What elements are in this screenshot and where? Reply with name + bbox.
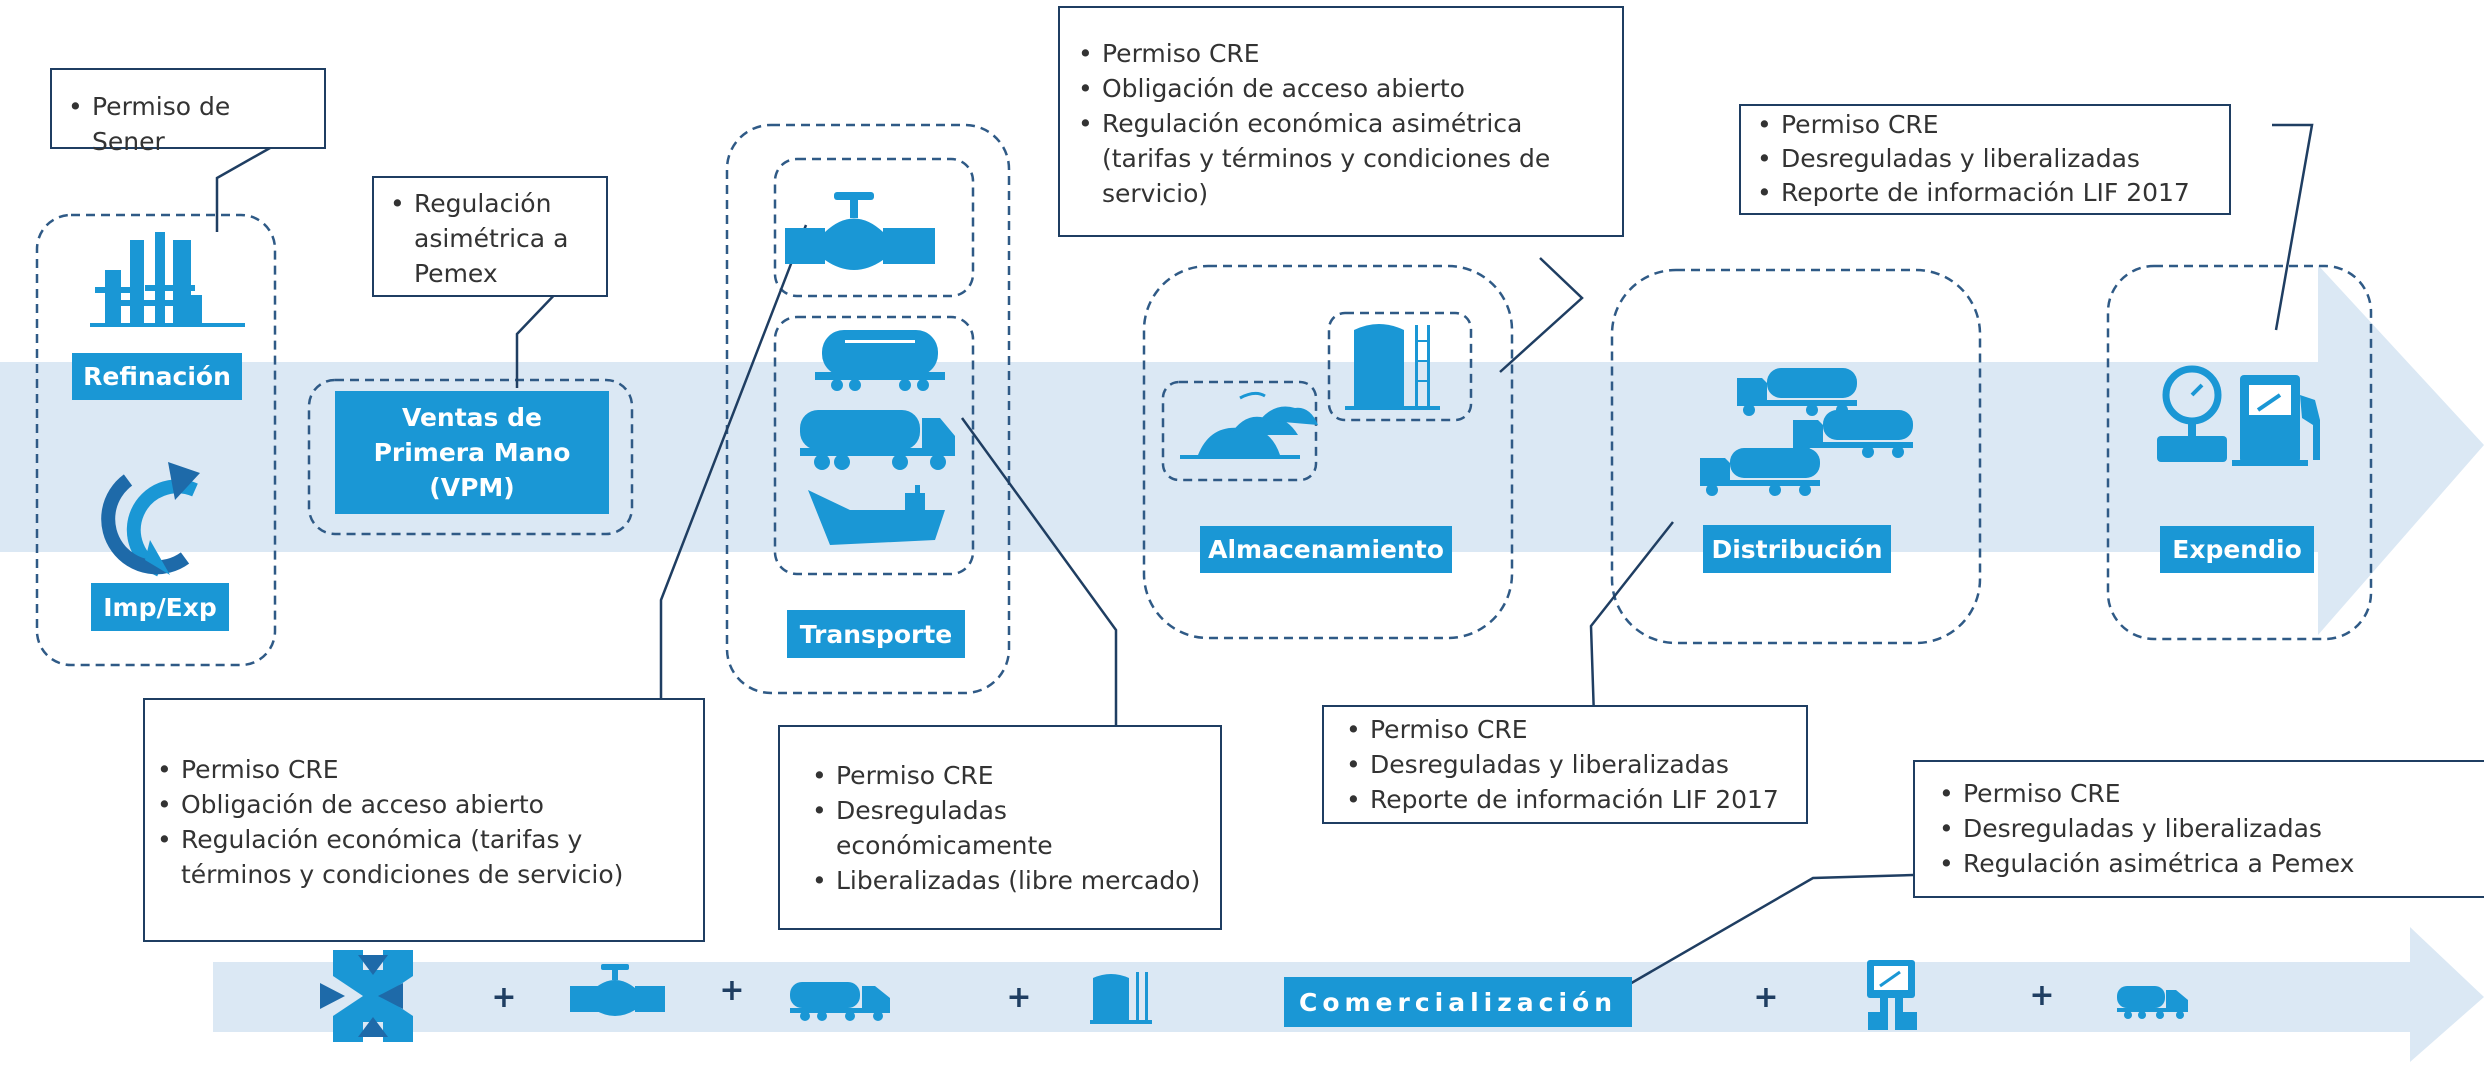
plus-sign: + <box>491 980 517 1015</box>
callout-item: Obligación de acceso abierto <box>1076 71 1608 106</box>
fuel-pump-icon <box>2232 375 2320 466</box>
connector-expendio <box>2272 123 2314 331</box>
rail-tank-car-icon <box>815 330 945 391</box>
plus-sign: + <box>1006 980 1032 1015</box>
callout-item: Permiso CRE <box>1937 776 2472 811</box>
cross-arrows-icon <box>320 950 413 1042</box>
callout-list: Regulación asimétrica a Pemex <box>388 186 594 291</box>
callout-item: Regulación asimétrica a Pemex <box>388 186 594 291</box>
callout-item: Permiso CRE <box>1755 108 2217 142</box>
bottom-tank-icon <box>1090 972 1152 1024</box>
callout-list: Permiso CRE Obligación de acceso abierto… <box>155 752 689 892</box>
connector-transport-other <box>960 417 1118 747</box>
distribucion-label: Distribución <box>1703 525 1891 573</box>
bottom-valve-icon <box>570 964 665 1016</box>
plus-sign: + <box>2029 978 2055 1013</box>
callout-sener: Permiso de Sener <box>50 68 326 156</box>
callout-list: Permiso CRE Desreguladas económicamente … <box>810 758 1206 898</box>
callout-list: Permiso de Sener <box>66 89 310 159</box>
callout-item: Regulación asimétrica a Pemex <box>1937 846 2472 881</box>
vpm-group-box <box>307 378 634 536</box>
vehiculos-group-box <box>773 315 975 576</box>
impexp-label: Imp/Exp <box>91 583 229 631</box>
storage-tanks-icon <box>1180 391 1318 459</box>
comercializacion-label: Comercialización <box>1284 977 1632 1027</box>
connector-pipeline <box>659 224 808 725</box>
connector-storage <box>1499 257 1584 373</box>
almacenamiento-label: Almacenamiento <box>1200 526 1452 573</box>
expendio-group-box <box>2106 264 2373 641</box>
callout-item: Permiso CRE <box>810 758 1206 793</box>
tanks-group-box <box>1161 380 1318 482</box>
callout-list: Permiso CRE Desreguladas y liberalizadas… <box>1937 776 2472 881</box>
bottom-truck-small-icon <box>2117 986 2188 1019</box>
callout-list: Permiso CRE Desreguladas y liberalizadas… <box>1344 712 1794 817</box>
distribucion-group-box <box>1610 268 1982 645</box>
callout-item: Regulación económica (tarifas y términos… <box>155 822 689 892</box>
callout-item: Permiso de Sener <box>66 89 310 159</box>
callout-vpm: Regulación asimétrica a Pemex <box>372 176 608 297</box>
connector-sener <box>215 146 271 232</box>
callout-item: Permiso CRE <box>1076 36 1608 71</box>
connector-comercializacion <box>1627 873 1914 987</box>
callout-storage: Permiso CRE Obligación de acceso abierto… <box>1058 6 1624 237</box>
callout-expendio: Permiso CRE Desreguladas y liberalizadas… <box>1739 104 2231 215</box>
callout-item: Desreguladas y liberalizadas <box>1755 142 2217 176</box>
connector-distribucion <box>1589 521 1674 718</box>
callout-item: Reporte de información LIF 2017 <box>1755 176 2217 210</box>
gauge-icon <box>2157 365 2227 462</box>
callout-item: Obligación de acceso abierto <box>155 787 689 822</box>
almacenamiento-group-box <box>1142 264 1514 640</box>
transporte-group-box <box>725 123 1011 695</box>
callout-distribucion: Permiso CRE Desreguladas y liberalizadas… <box>1322 705 1808 824</box>
callout-item: Liberalizadas (libre mercado) <box>810 863 1206 898</box>
expendio-label: Expendio <box>2160 526 2314 573</box>
callout-list: Permiso CRE Obligación de acceso abierto… <box>1076 36 1608 211</box>
callout-item: Desreguladas y liberalizadas <box>1344 747 1794 782</box>
vpm-label: Ventas de Primera Mano (VPM) <box>335 391 609 514</box>
callout-item: Desreguladas y liberalizadas <box>1937 811 2472 846</box>
transporte-label: Transporte <box>787 610 965 658</box>
refinacion-label: Refinación <box>72 353 242 400</box>
ship-icon <box>808 485 945 545</box>
refinery-icon <box>90 232 245 327</box>
tanker-truck-icon <box>800 410 955 470</box>
callout-item: Reporte de información LIF 2017 <box>1344 782 1794 817</box>
truck-fleet-icon <box>1700 368 1913 496</box>
callout-pipeline: Permiso CRE Obligación de acceso abierto… <box>143 698 705 942</box>
callout-item: Permiso CRE <box>1344 712 1794 747</box>
tank-group-box <box>1327 311 1473 422</box>
dispenser-icon <box>1867 960 1917 1030</box>
refinacion-group-box <box>35 213 277 667</box>
plus-sign: + <box>719 973 745 1008</box>
callout-item: Regulación económica asimétrica (tarifas… <box>1076 106 1608 211</box>
storage-tank-icon <box>1345 324 1440 410</box>
callout-transport-other: Permiso CRE Desreguladas económicamente … <box>778 725 1222 930</box>
ducto-group-box <box>773 157 975 298</box>
callout-item: Permiso CRE <box>155 752 689 787</box>
connector-vpm <box>515 288 561 388</box>
callout-item: Desreguladas económicamente <box>810 793 1206 863</box>
plus-sign: + <box>1753 980 1779 1015</box>
callout-list: Permiso CRE Desreguladas y liberalizadas… <box>1755 108 2217 210</box>
valve-icon <box>785 192 935 270</box>
bottom-truck-icon <box>790 982 890 1021</box>
callout-comercializacion: Permiso CRE Desreguladas y liberalizadas… <box>1913 760 2484 898</box>
